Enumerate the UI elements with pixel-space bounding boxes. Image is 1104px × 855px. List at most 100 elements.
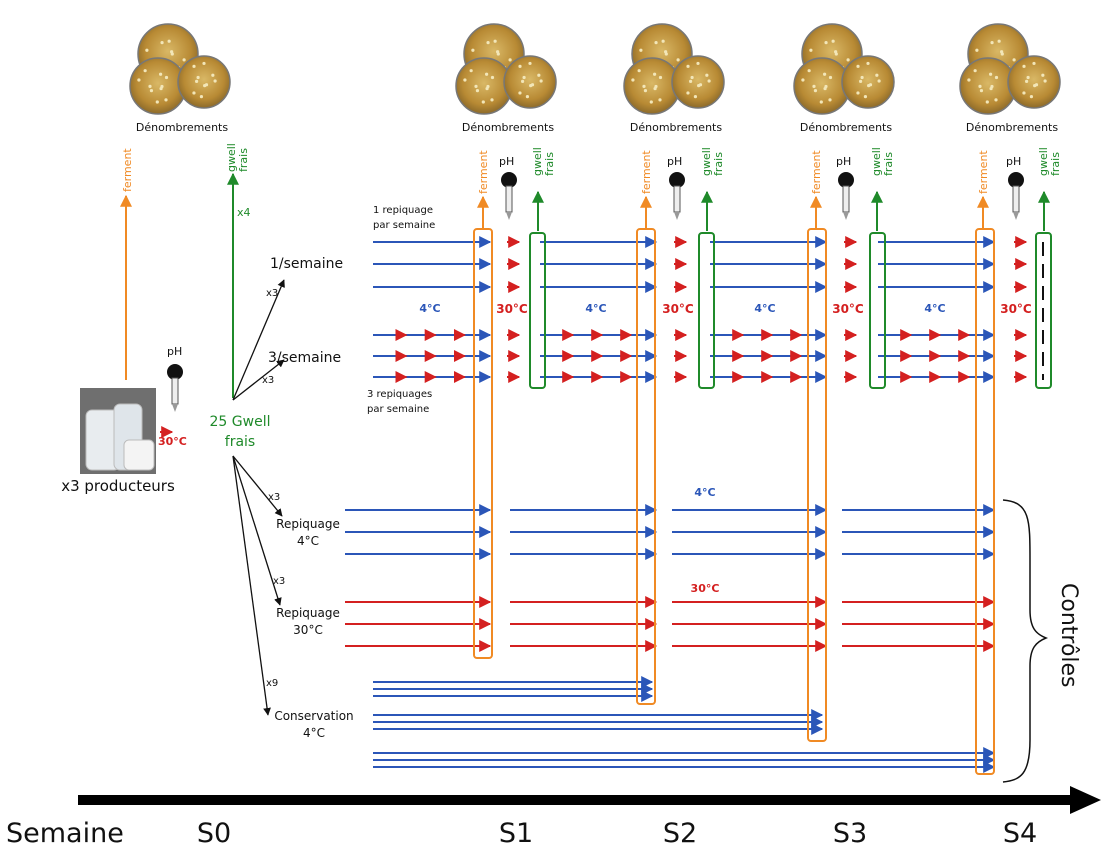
colony-dot bbox=[875, 73, 879, 77]
colony-dot bbox=[160, 40, 164, 45]
ph-meter-icon bbox=[506, 212, 512, 220]
colony-dot bbox=[196, 75, 200, 80]
colony-dot bbox=[990, 40, 994, 45]
colony-dot bbox=[471, 48, 475, 52]
colony-dot bbox=[170, 50, 174, 54]
x3-label: x3 bbox=[268, 492, 280, 503]
colony-dot bbox=[639, 48, 643, 52]
colony-dot bbox=[481, 100, 485, 104]
branch-arrow bbox=[232, 455, 271, 716]
per-week-1-label: 1/semaine bbox=[270, 256, 343, 272]
counts-label: Dénombrements bbox=[462, 121, 554, 134]
petri-dish-icon bbox=[671, 55, 725, 109]
temp-4-label: 4°C bbox=[419, 302, 440, 315]
colony-dot bbox=[194, 79, 199, 83]
colony-dot bbox=[690, 75, 694, 80]
colony-dot bbox=[537, 73, 541, 77]
temp-30-label: 30°C bbox=[832, 302, 864, 316]
colony-dot bbox=[978, 84, 982, 88]
colony-dot bbox=[812, 84, 816, 88]
ph-meter-icon bbox=[167, 364, 183, 412]
colony-dot bbox=[813, 88, 818, 93]
colony-dot bbox=[856, 64, 860, 68]
x9-label: x9 bbox=[266, 678, 278, 689]
colony-dot bbox=[199, 95, 204, 99]
ph-meter-icon bbox=[669, 172, 685, 220]
colony-dot bbox=[192, 64, 196, 68]
petri-dish-icon bbox=[177, 55, 231, 109]
colony-dot bbox=[688, 79, 693, 83]
colony-dot bbox=[1024, 79, 1029, 83]
colony-dot bbox=[973, 69, 977, 73]
colony-dot bbox=[637, 69, 641, 73]
colony-dot bbox=[866, 61, 870, 66]
colony-dot bbox=[834, 50, 838, 54]
ph-meter-icon bbox=[501, 172, 517, 220]
frais-label: frais bbox=[237, 148, 250, 172]
colony-dot bbox=[658, 98, 662, 102]
repiq-30c-label: Repiquage bbox=[276, 606, 340, 620]
colony-dot bbox=[137, 78, 141, 82]
colony-dot bbox=[518, 91, 522, 95]
repiq-3-label: par semaine bbox=[367, 404, 429, 415]
colony-dot bbox=[182, 58, 186, 62]
colony-dot bbox=[661, 39, 665, 43]
colony-dot bbox=[649, 100, 653, 104]
colony-dot bbox=[1029, 95, 1034, 99]
colony-dot bbox=[654, 84, 658, 89]
ph-meter-icon bbox=[673, 185, 681, 213]
gwell-box bbox=[698, 232, 715, 389]
gwell-label: gwell bbox=[870, 147, 883, 176]
colony-dot bbox=[463, 78, 467, 82]
colony-dot bbox=[155, 100, 159, 104]
colony-dot bbox=[979, 88, 984, 93]
frais-label: frais bbox=[543, 152, 556, 176]
colony-dot bbox=[676, 58, 680, 62]
colony-dot bbox=[858, 79, 863, 83]
petri-dish-icon bbox=[455, 23, 557, 115]
controls-label: Contrôles bbox=[1056, 583, 1081, 688]
colony-dot bbox=[664, 50, 668, 54]
gwell-label: gwell bbox=[700, 147, 713, 176]
colony-dot bbox=[652, 72, 657, 76]
ph-meter-icon bbox=[501, 172, 517, 188]
gwell-label: gwell bbox=[531, 147, 544, 176]
gwell-box bbox=[1035, 232, 1052, 389]
colony-dot bbox=[985, 100, 989, 104]
temp-4-label: 4°C bbox=[585, 302, 606, 315]
colony-dot bbox=[1022, 64, 1026, 68]
colony-dot bbox=[530, 83, 535, 87]
week-label: S0 bbox=[197, 818, 231, 849]
ph-meter-icon bbox=[842, 185, 850, 213]
colony-dot bbox=[496, 50, 500, 54]
ph-meter-icon bbox=[505, 185, 513, 213]
colony-dot bbox=[167, 39, 171, 43]
ph-label: pH bbox=[499, 155, 514, 168]
colony-dot bbox=[994, 75, 999, 80]
colony-dot bbox=[696, 61, 700, 66]
milk-bottles-photo bbox=[80, 388, 156, 474]
colony-dot bbox=[997, 39, 1001, 43]
colony-dot bbox=[868, 83, 873, 87]
repiq-4c-label: 4°C bbox=[297, 534, 319, 548]
ph-meter-icon bbox=[838, 172, 854, 220]
ph-meter-icon bbox=[674, 212, 680, 220]
colony-dot bbox=[860, 75, 864, 80]
temp-4-label: 4°C bbox=[924, 302, 945, 315]
temp-30-label: 30°C bbox=[691, 582, 720, 595]
colony-dot bbox=[707, 79, 711, 83]
colony-dot bbox=[824, 84, 828, 89]
ph-meter-icon bbox=[172, 404, 178, 412]
colony-dot bbox=[1041, 73, 1045, 77]
colony-dot bbox=[975, 48, 979, 52]
x4-label: x4 bbox=[237, 206, 251, 219]
colony-dot bbox=[1000, 50, 1004, 54]
timeline-arrowhead bbox=[1070, 786, 1101, 814]
colony-dot bbox=[809, 48, 813, 52]
colony-dot bbox=[475, 88, 480, 93]
ferment-label: ferment bbox=[121, 148, 134, 192]
colony-dot bbox=[856, 91, 860, 95]
colony-dot bbox=[528, 61, 532, 66]
ph-meter-icon bbox=[838, 172, 854, 188]
repiq-1-label: par semaine bbox=[373, 220, 435, 231]
